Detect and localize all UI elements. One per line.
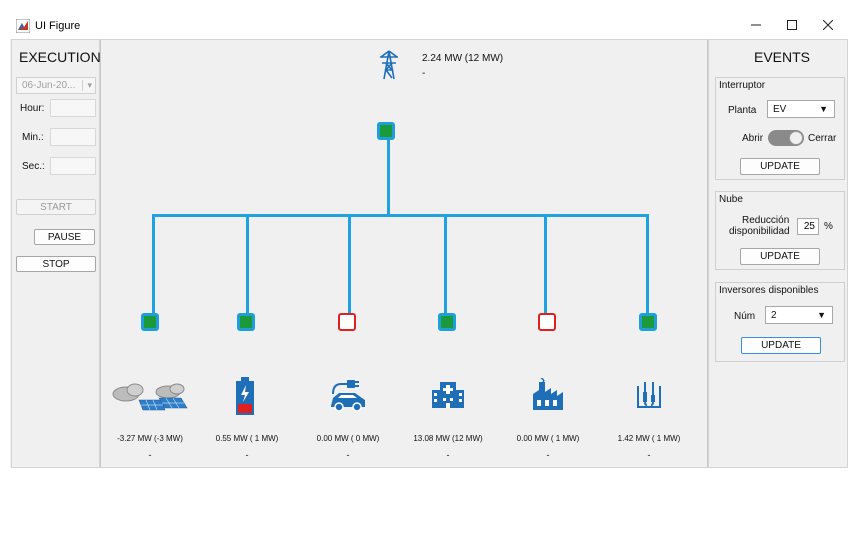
interruptor-title: Interruptor <box>719 80 766 91</box>
feeder-status-factory: - <box>546 450 550 460</box>
feeder-status-battery: - <box>245 450 249 460</box>
feeder-status-ev: - <box>346 450 350 460</box>
min-input[interactable] <box>50 128 96 146</box>
app-window: UI Figure EXECUTION 06-Jun-20... ▾ Hour:… <box>10 10 848 468</box>
feeder-node-hospital <box>438 313 456 331</box>
feeder-node-factory <box>538 313 556 331</box>
nube-panel: Nube Reducción disponibilidad 25 % UPDAT… <box>715 191 845 270</box>
minimize-icon <box>751 24 761 26</box>
minimize-button[interactable] <box>744 15 768 35</box>
feeder-line <box>444 214 447 314</box>
feeder-power-lab: 1.42 MW ( 1 MW) <box>617 434 681 443</box>
toggle-knob <box>789 131 803 145</box>
feeder-power-battery: 0.55 MW ( 1 MW) <box>215 434 279 443</box>
top-bus-node <box>377 122 395 140</box>
title-bar: UI Figure <box>10 10 848 39</box>
sec-input[interactable] <box>50 157 96 175</box>
pause-button[interactable]: PAUSE <box>34 229 95 245</box>
battery-icon <box>236 377 254 415</box>
feeder-power-ev: 0.00 MW ( 0 MW) <box>316 434 380 443</box>
min-label: Min.: <box>22 132 44 143</box>
planta-dropdown[interactable]: EV ▼ <box>767 100 835 118</box>
execution-panel: EXECUTION 06-Jun-20... ▾ Hour: Min.: Sec… <box>11 39 101 468</box>
close-button[interactable] <box>816 15 840 35</box>
feeder-power-hospital: 13.08 MW (12 MW) <box>413 434 483 443</box>
date-value: 06-Jun-20... <box>22 80 76 91</box>
hour-label: Hour: <box>20 103 45 114</box>
cerrar-label: Cerrar <box>808 133 837 144</box>
close-icon <box>823 20 833 30</box>
nube-title: Nube <box>719 194 743 205</box>
maximize-button[interactable] <box>780 15 804 35</box>
inversores-title: Inversores disponibles <box>719 285 819 296</box>
caret-down-icon: ▼ <box>817 310 826 320</box>
window-title: UI Figure <box>35 20 81 32</box>
feeder-status-hospital: - <box>446 450 450 460</box>
num-dropdown[interactable]: 2 ▼ <box>765 306 833 324</box>
reduccion-label: Reducción <box>742 215 790 226</box>
feeder-line <box>348 214 351 314</box>
feeder-power-solar: -3.27 MW (-3 MW) <box>117 434 183 443</box>
hour-input[interactable] <box>50 99 96 117</box>
caret-down-icon: ▼ <box>819 104 828 114</box>
num-value: 2 <box>771 309 777 321</box>
feeder-line <box>544 214 547 314</box>
events-title: EVENTS <box>754 49 811 65</box>
feeder-line <box>646 214 649 314</box>
inversores-update-button[interactable]: UPDATE <box>741 337 821 354</box>
events-panel: EVENTS Interruptor Planta EV ▼ Abrir Cer… <box>708 39 848 468</box>
matlab-logo-icon <box>16 19 30 33</box>
percent-unit: % <box>824 221 833 232</box>
bus-bar-line <box>152 214 649 217</box>
stop-button[interactable]: STOP <box>16 256 96 272</box>
feeder-node-ev <box>338 313 356 331</box>
planta-value: EV <box>773 103 787 115</box>
inversores-panel: Inversores disponibles Núm 2 ▼ UPDATE <box>715 282 845 362</box>
top-status-label: - <box>422 68 426 79</box>
main-feeder-line <box>387 140 390 215</box>
feeder-line <box>246 214 249 314</box>
feeder-node-battery <box>237 313 255 331</box>
reduccion-input[interactable]: 25 <box>797 218 819 235</box>
interruptor-panel: Interruptor Planta EV ▼ Abrir Cerrar UPD… <box>715 77 845 180</box>
start-button[interactable]: START <box>16 199 96 215</box>
factory-icon <box>533 378 563 410</box>
interruptor-update-button[interactable]: UPDATE <box>740 158 820 175</box>
disponibilidad-label: disponibilidad <box>729 226 790 237</box>
grid-diagram-panel: 2.24 MW (12 MW) - <box>100 39 708 468</box>
abrir-label: Abrir <box>742 133 764 144</box>
lab-tubes-icon <box>637 382 661 408</box>
cloud-solar-icon <box>112 383 188 411</box>
num-label: Núm <box>734 311 756 322</box>
feeder-node-lab <box>639 313 657 331</box>
chevron-down-icon: ▾ <box>82 80 92 91</box>
breaker-toggle-switch[interactable] <box>768 130 804 146</box>
maximize-icon <box>787 20 797 30</box>
feeder-line <box>152 214 155 314</box>
top-power-label: 2.24 MW (12 MW) <box>422 53 504 64</box>
ev-car-icon <box>331 380 365 412</box>
nube-update-button[interactable]: UPDATE <box>740 248 820 265</box>
feeder-status-lab: - <box>647 450 651 460</box>
execution-title: EXECUTION <box>19 49 101 65</box>
date-picker[interactable]: 06-Jun-20... ▾ <box>16 77 96 94</box>
feeder-status-solar: - <box>148 450 152 460</box>
feeder-power-factory: 0.00 MW ( 1 MW) <box>516 434 580 443</box>
transmission-tower-icon <box>380 50 398 80</box>
sec-label: Sec.: <box>22 161 45 172</box>
hospital-icon <box>432 382 464 408</box>
planta-label: Planta <box>728 105 757 116</box>
feeder-node-solar <box>141 313 159 331</box>
